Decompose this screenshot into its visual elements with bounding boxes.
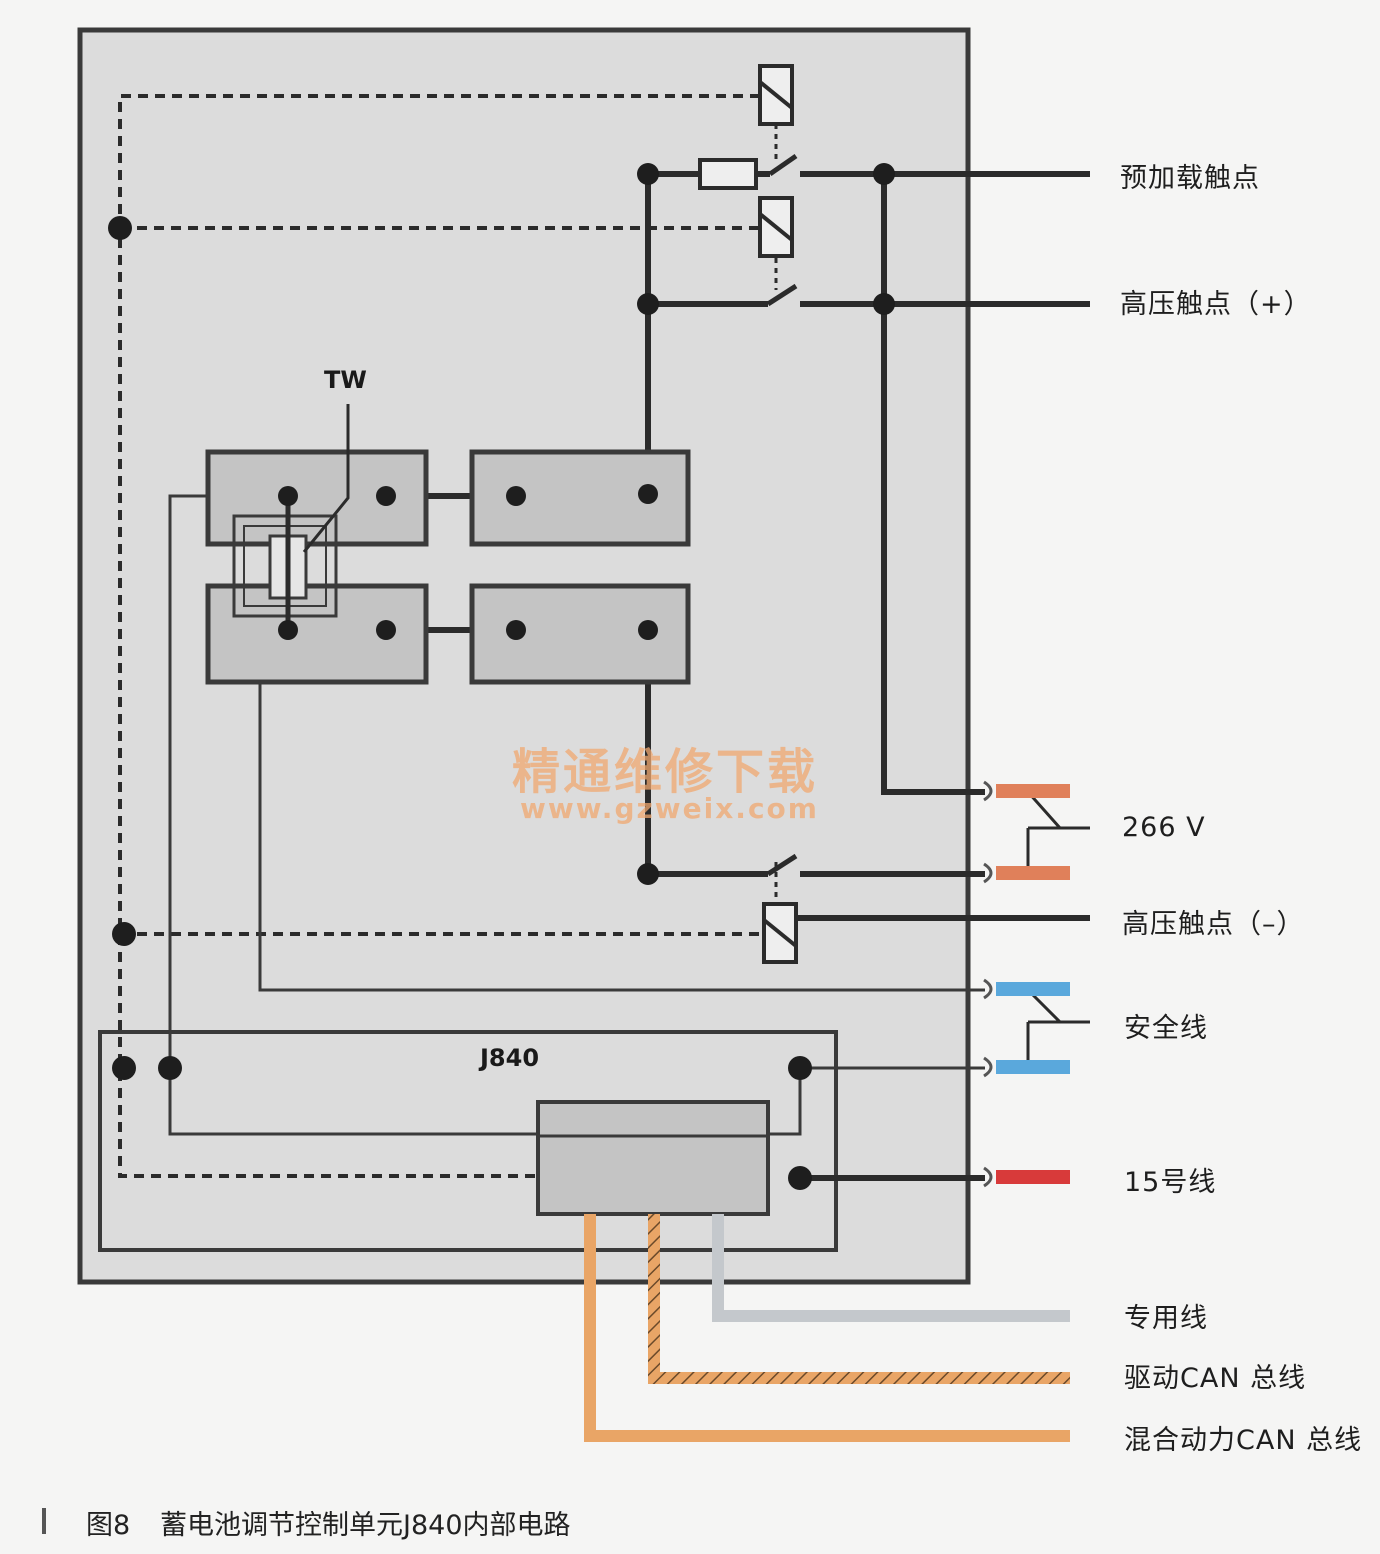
safety-line-label: 安全线 <box>1124 1013 1208 1044</box>
figure-caption: 蓄电池调节控制单元J840内部电路 <box>160 1510 571 1541</box>
hv-contact-plus-label: 高压触点（+） <box>1120 289 1312 320</box>
junction-dots <box>108 163 895 1190</box>
line-15-label: 15号线 <box>1124 1167 1217 1198</box>
j840-inner-module <box>536 1100 770 1216</box>
precharge-resistor <box>698 158 758 190</box>
watermark-url: www.gzweix.com <box>520 792 819 825</box>
j840-label: J840 <box>480 1044 540 1072</box>
tw-label: TW <box>324 366 367 394</box>
hybrid-can-bus-label: 混合动力CAN 总线 <box>1124 1425 1363 1456</box>
tw-service-plug <box>232 404 350 630</box>
drive-can-bus-label: 驱动CAN 总线 <box>1124 1363 1307 1394</box>
control-dashed-lines <box>118 94 760 1178</box>
relay-coils <box>758 64 798 964</box>
precharge-contact-label: 预加载触点 <box>1120 163 1260 194</box>
figure-number: 图8 <box>86 1510 131 1541</box>
switch-contacts <box>766 153 798 877</box>
terminal-connectors <box>983 780 993 1188</box>
label-leaders <box>1026 791 1090 1068</box>
caption-marker <box>42 1508 46 1534</box>
voltage-266-label: 266 V <box>1122 812 1206 843</box>
watermark-text: 精通维修下载 <box>512 744 819 800</box>
j840-box <box>98 1030 838 1252</box>
bus-wires <box>584 1214 1070 1442</box>
dedicated-line-label: 专用线 <box>1124 1303 1208 1334</box>
hv-contact-minus-label: 高压触点（–） <box>1122 909 1305 940</box>
terminal-stubs <box>996 784 1070 1184</box>
